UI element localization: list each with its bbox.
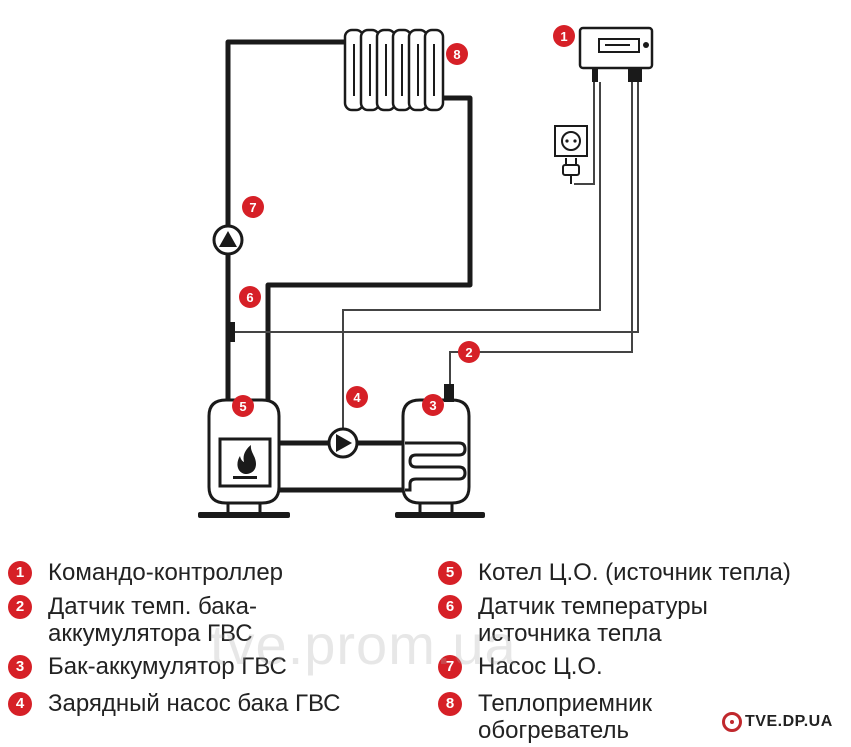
- wire-sensor6: [233, 82, 639, 333]
- svg-text:4: 4: [353, 390, 361, 405]
- legend-item-6: 6 Датчик температуры источника тепла: [438, 593, 708, 647]
- legend-text: Датчик температуры источника тепла: [478, 593, 708, 647]
- legend-badge: 1: [8, 561, 32, 585]
- legend-badge: 2: [8, 595, 32, 619]
- svg-text:3: 3: [429, 398, 436, 413]
- badge-7: 7: [242, 196, 264, 218]
- legend-text: Котел Ц.О. (источник тепла): [478, 559, 791, 586]
- legend-badge: 4: [8, 692, 32, 716]
- tank-icon: [395, 384, 485, 518]
- badge-6: 6: [239, 286, 261, 308]
- pipe-supply: [225, 39, 345, 402]
- badge-4: 4: [346, 386, 368, 408]
- legend-badge: 8: [438, 692, 462, 716]
- watermark: tve.prom.ua: [210, 613, 517, 676]
- heating-schematic: 1 2 3 4 5 6 7 8: [198, 25, 654, 518]
- legend-item-8: 8 Теплоприемник обогреватель: [438, 690, 652, 744]
- svg-text:7: 7: [249, 200, 256, 215]
- badge-1: 1: [553, 25, 575, 47]
- logo-icon: [722, 712, 742, 732]
- pump-icon: [327, 427, 359, 459]
- svg-text:2: 2: [465, 345, 472, 360]
- socket-icon: [554, 125, 588, 157]
- legend-item-5: 5 Котел Ц.О. (источник тепла): [438, 559, 791, 586]
- legend-badge: 7: [438, 655, 462, 679]
- controller-icon: [578, 26, 654, 82]
- legend-text: Теплоприемник обогреватель: [478, 690, 653, 744]
- svg-text:1: 1: [560, 29, 567, 44]
- legend-badge: 6: [438, 595, 462, 619]
- legend-text: Датчик темп. бака- аккумулятора ГВС: [48, 593, 257, 647]
- legend-item-2: 2 Датчик темп. бака- аккумулятора ГВС: [8, 593, 257, 647]
- boiler-icon: [198, 398, 290, 518]
- wires: [233, 82, 639, 428]
- legend-text: Командо-контроллер: [48, 559, 284, 586]
- legend-text: Зарядный насос бака ГВС: [48, 690, 341, 717]
- badge-8: 8: [446, 43, 468, 65]
- legend-text: Насос Ц.О.: [478, 653, 603, 680]
- coil-icon: [405, 441, 467, 492]
- flame-icon: [233, 445, 257, 479]
- badge-3: 3: [422, 394, 444, 416]
- wire-power: [574, 82, 595, 185]
- logo-text: TVE.DP.UA: [745, 713, 833, 730]
- legend-text: Бак-аккумулятор ГВС: [48, 653, 287, 680]
- legend-item-1: 1 Командо-контроллер: [8, 559, 283, 586]
- wire-sensor2: [449, 82, 633, 385]
- badge-2: 2: [458, 341, 480, 363]
- logo: TVE.DP.UA: [722, 712, 833, 732]
- legend-badge: 5: [438, 561, 462, 585]
- svg-text:5: 5: [239, 399, 246, 414]
- legend-item-7: 7 Насос Ц.О.: [438, 653, 603, 680]
- plug-icon: [562, 158, 580, 184]
- radiator-icon: [343, 28, 445, 112]
- legend-item-4: 4 Зарядный насос бака ГВС: [8, 690, 341, 717]
- badge-5: 5: [232, 395, 254, 417]
- svg-text:8: 8: [453, 47, 460, 62]
- pipe-return: [265, 95, 473, 402]
- pump-icon: [212, 224, 244, 256]
- sensor-icon: [227, 322, 235, 342]
- svg-text:6: 6: [246, 290, 253, 305]
- legend-item-3: 3 Бак-аккумулятор ГВС: [8, 653, 287, 680]
- legend-badge: 3: [8, 655, 32, 679]
- wire-pump4: [342, 82, 601, 428]
